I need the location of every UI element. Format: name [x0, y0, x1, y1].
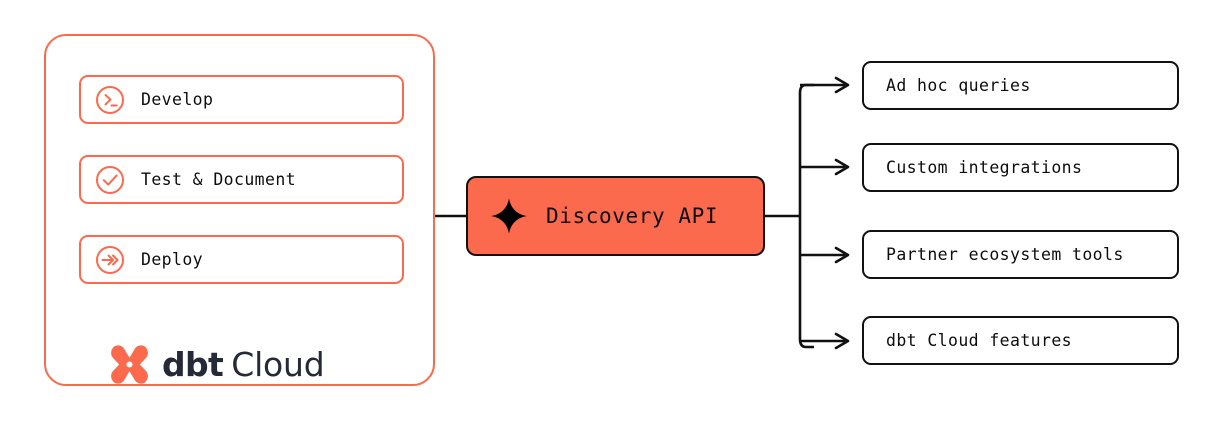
consumer-box-ad-hoc-queries[interactable]: Ad hoc queries [862, 61, 1179, 110]
consumer-box-partner-ecosystem-tools[interactable]: Partner ecosystem tools [862, 230, 1179, 279]
consumer-box-custom-integrations[interactable]: Custom integrations [862, 143, 1179, 192]
arrowhead-2-icon [834, 158, 850, 176]
stage-item-deploy[interactable]: Deploy [79, 235, 404, 284]
check-circle-icon [96, 165, 124, 194]
terminal-prompt-icon [96, 85, 124, 114]
stage-list: Develop Test & Document Deploy [79, 75, 404, 315]
stage-label-test-and-document: Test & Document [141, 170, 297, 189]
consumer-label-custom-integrations: Custom integrations [886, 158, 1083, 177]
arrowhead-4-icon [834, 332, 850, 350]
discovery-api-node[interactable]: Discovery API [466, 176, 765, 256]
consumer-label-dbt-cloud-features: dbt Cloud features [886, 331, 1073, 350]
dbt-cloud-panel: Develop Test & Document Deploy [44, 34, 435, 386]
stage-label-develop: Develop [141, 90, 214, 109]
dbt-cloud-logo: dbt Cloud [106, 341, 325, 388]
edge-trunk-vertical [798, 83, 814, 349]
stage-item-test-and-document[interactable]: Test & Document [79, 155, 404, 204]
brand-word-cloud: Cloud [231, 345, 325, 384]
brand-word-dbt: dbt [162, 345, 224, 384]
consumer-label-partner-ecosystem-tools: Partner ecosystem tools [886, 245, 1124, 264]
dbt-cloud-wordmark: dbt Cloud [162, 348, 325, 381]
arrowhead-3-icon [834, 246, 850, 264]
stage-item-develop[interactable]: Develop [79, 75, 404, 124]
stage-label-deploy: Deploy [141, 250, 204, 269]
dbt-logo-mark-icon [111, 345, 148, 384]
consumer-label-ad-hoc-queries: Ad hoc queries [886, 76, 1031, 95]
consumer-box-dbt-cloud-features[interactable]: dbt Cloud features [862, 316, 1179, 365]
discovery-api-label: Discovery API [546, 204, 719, 228]
double-chevron-arrow-icon [96, 245, 124, 274]
arrowhead-1-icon [834, 76, 850, 94]
sparkle-icon [490, 197, 528, 235]
